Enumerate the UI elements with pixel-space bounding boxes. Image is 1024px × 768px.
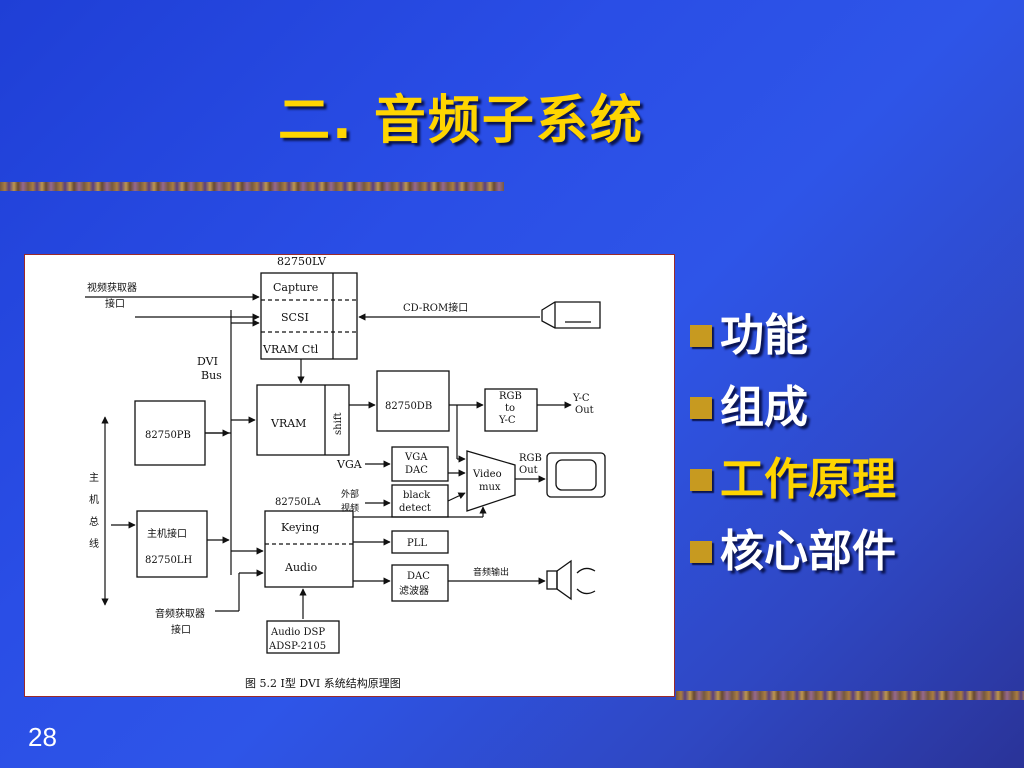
diagram-label: Audio DSP	[270, 627, 325, 638]
speaker-icon	[546, 570, 558, 590]
dvi-system-diagram: 82750LV 视频获取器 接口 Capture SCSI VRAM Ctl C…	[24, 254, 675, 697]
diagram-label: SCSI	[281, 311, 309, 324]
slide-title: 二. 音频子系统	[278, 91, 644, 151]
host-interface-block	[136, 510, 208, 578]
diagram-label: 视频获取器	[87, 281, 137, 294]
diagram-label: 主	[89, 472, 99, 484]
pll-block	[391, 530, 449, 554]
diagram-label: 主机接口	[147, 527, 187, 540]
decorative-divider-top	[0, 182, 504, 191]
diagram-label: Keying	[281, 521, 319, 534]
diagram-label: Y-C	[498, 415, 516, 426]
bullet-item: 组成	[690, 372, 1020, 444]
diagram-label: 接口	[171, 623, 191, 636]
diagram-label: Capture	[273, 281, 318, 294]
bullet-square-icon	[690, 469, 712, 491]
bullet-square-icon	[690, 541, 712, 563]
diagram-label: 82750LA	[275, 497, 321, 508]
diagram-label: 线	[89, 537, 99, 550]
diagram-label: black	[403, 490, 431, 501]
diagram-label: 82750LV	[277, 255, 327, 268]
bullet-label: 工作原理	[720, 454, 896, 505]
monitor-icon	[546, 452, 606, 498]
diagram-label: 外部	[341, 488, 359, 500]
bullet-label: 功能	[720, 310, 808, 361]
diagram-label: ADSP-2105	[268, 641, 326, 652]
diagram-label: to	[505, 403, 515, 414]
diagram-label: 音频获取器	[155, 607, 205, 620]
diagram-label: PLL	[407, 538, 427, 549]
capture-scsi-block	[260, 272, 358, 360]
diagram-label: 82750DB	[385, 401, 432, 412]
diagram-label: 82750PB	[145, 430, 191, 441]
diagram-label: Out	[519, 465, 538, 476]
bullet-square-icon	[690, 325, 712, 347]
bullet-item-active: 工作原理	[690, 444, 1020, 516]
diagram-label: 音频输出	[473, 566, 509, 578]
diagram-label: 视频	[341, 502, 359, 514]
diagram-label: 接口	[105, 297, 125, 310]
diagram-label: mux	[479, 482, 501, 493]
diagram-label: VGA	[336, 458, 363, 471]
page-number: 28	[28, 722, 57, 752]
bullet-label: 组成	[720, 382, 808, 433]
dac-filter-block	[391, 564, 449, 602]
bullet-label: 核心部件	[720, 526, 896, 577]
cdrom-icon	[541, 301, 601, 329]
diagram-svg: 82750LV 视频获取器 接口 Capture SCSI VRAM Ctl C…	[85, 255, 606, 690]
bullet-list: 功能 组成 工作原理 核心部件	[690, 300, 1020, 588]
vga-dac-block	[391, 446, 449, 482]
diagram-label: 82750LH	[145, 555, 192, 566]
diagram-label: 滤波器	[399, 584, 429, 597]
diagram-label: 总	[89, 515, 99, 528]
diagram-label: Audio	[284, 561, 318, 574]
decorative-divider-bottom	[676, 691, 1024, 700]
diagram-label: 机	[89, 493, 99, 506]
diagram-label: Out	[575, 405, 594, 416]
video-mux-block	[466, 450, 516, 512]
diagram-caption: 图 5.2 Ⅰ型 DVI 系统结构原理图	[245, 676, 401, 690]
diagram-label: shift	[333, 413, 344, 436]
diagram-label: DAC	[405, 465, 428, 476]
diagram-label: DAC	[407, 571, 430, 582]
la-chip-block	[264, 510, 354, 588]
vram-block	[256, 384, 350, 456]
diagram-label: detect	[399, 503, 431, 514]
audio-dsp-block	[266, 620, 340, 654]
diagram-label: CD-ROM接口	[403, 301, 468, 314]
db-chip-block	[376, 370, 450, 432]
diagram-label: RGB	[519, 453, 542, 464]
diagram-label: RGB	[499, 391, 522, 402]
bullet-item: 功能	[690, 300, 1020, 372]
diagram-label: DVI	[197, 355, 218, 368]
diagram-label: VGA	[404, 452, 428, 463]
diagram-label: Y-C	[572, 393, 590, 404]
rgb-yc-block	[484, 388, 538, 432]
diagram-label: Bus	[201, 369, 222, 382]
diagram-label: Video	[472, 469, 502, 480]
diagram-label: VRAM Ctl	[262, 343, 319, 356]
bullet-square-icon	[690, 397, 712, 419]
bullet-item: 核心部件	[690, 516, 1020, 588]
diagram-label: VRAM	[270, 417, 306, 430]
